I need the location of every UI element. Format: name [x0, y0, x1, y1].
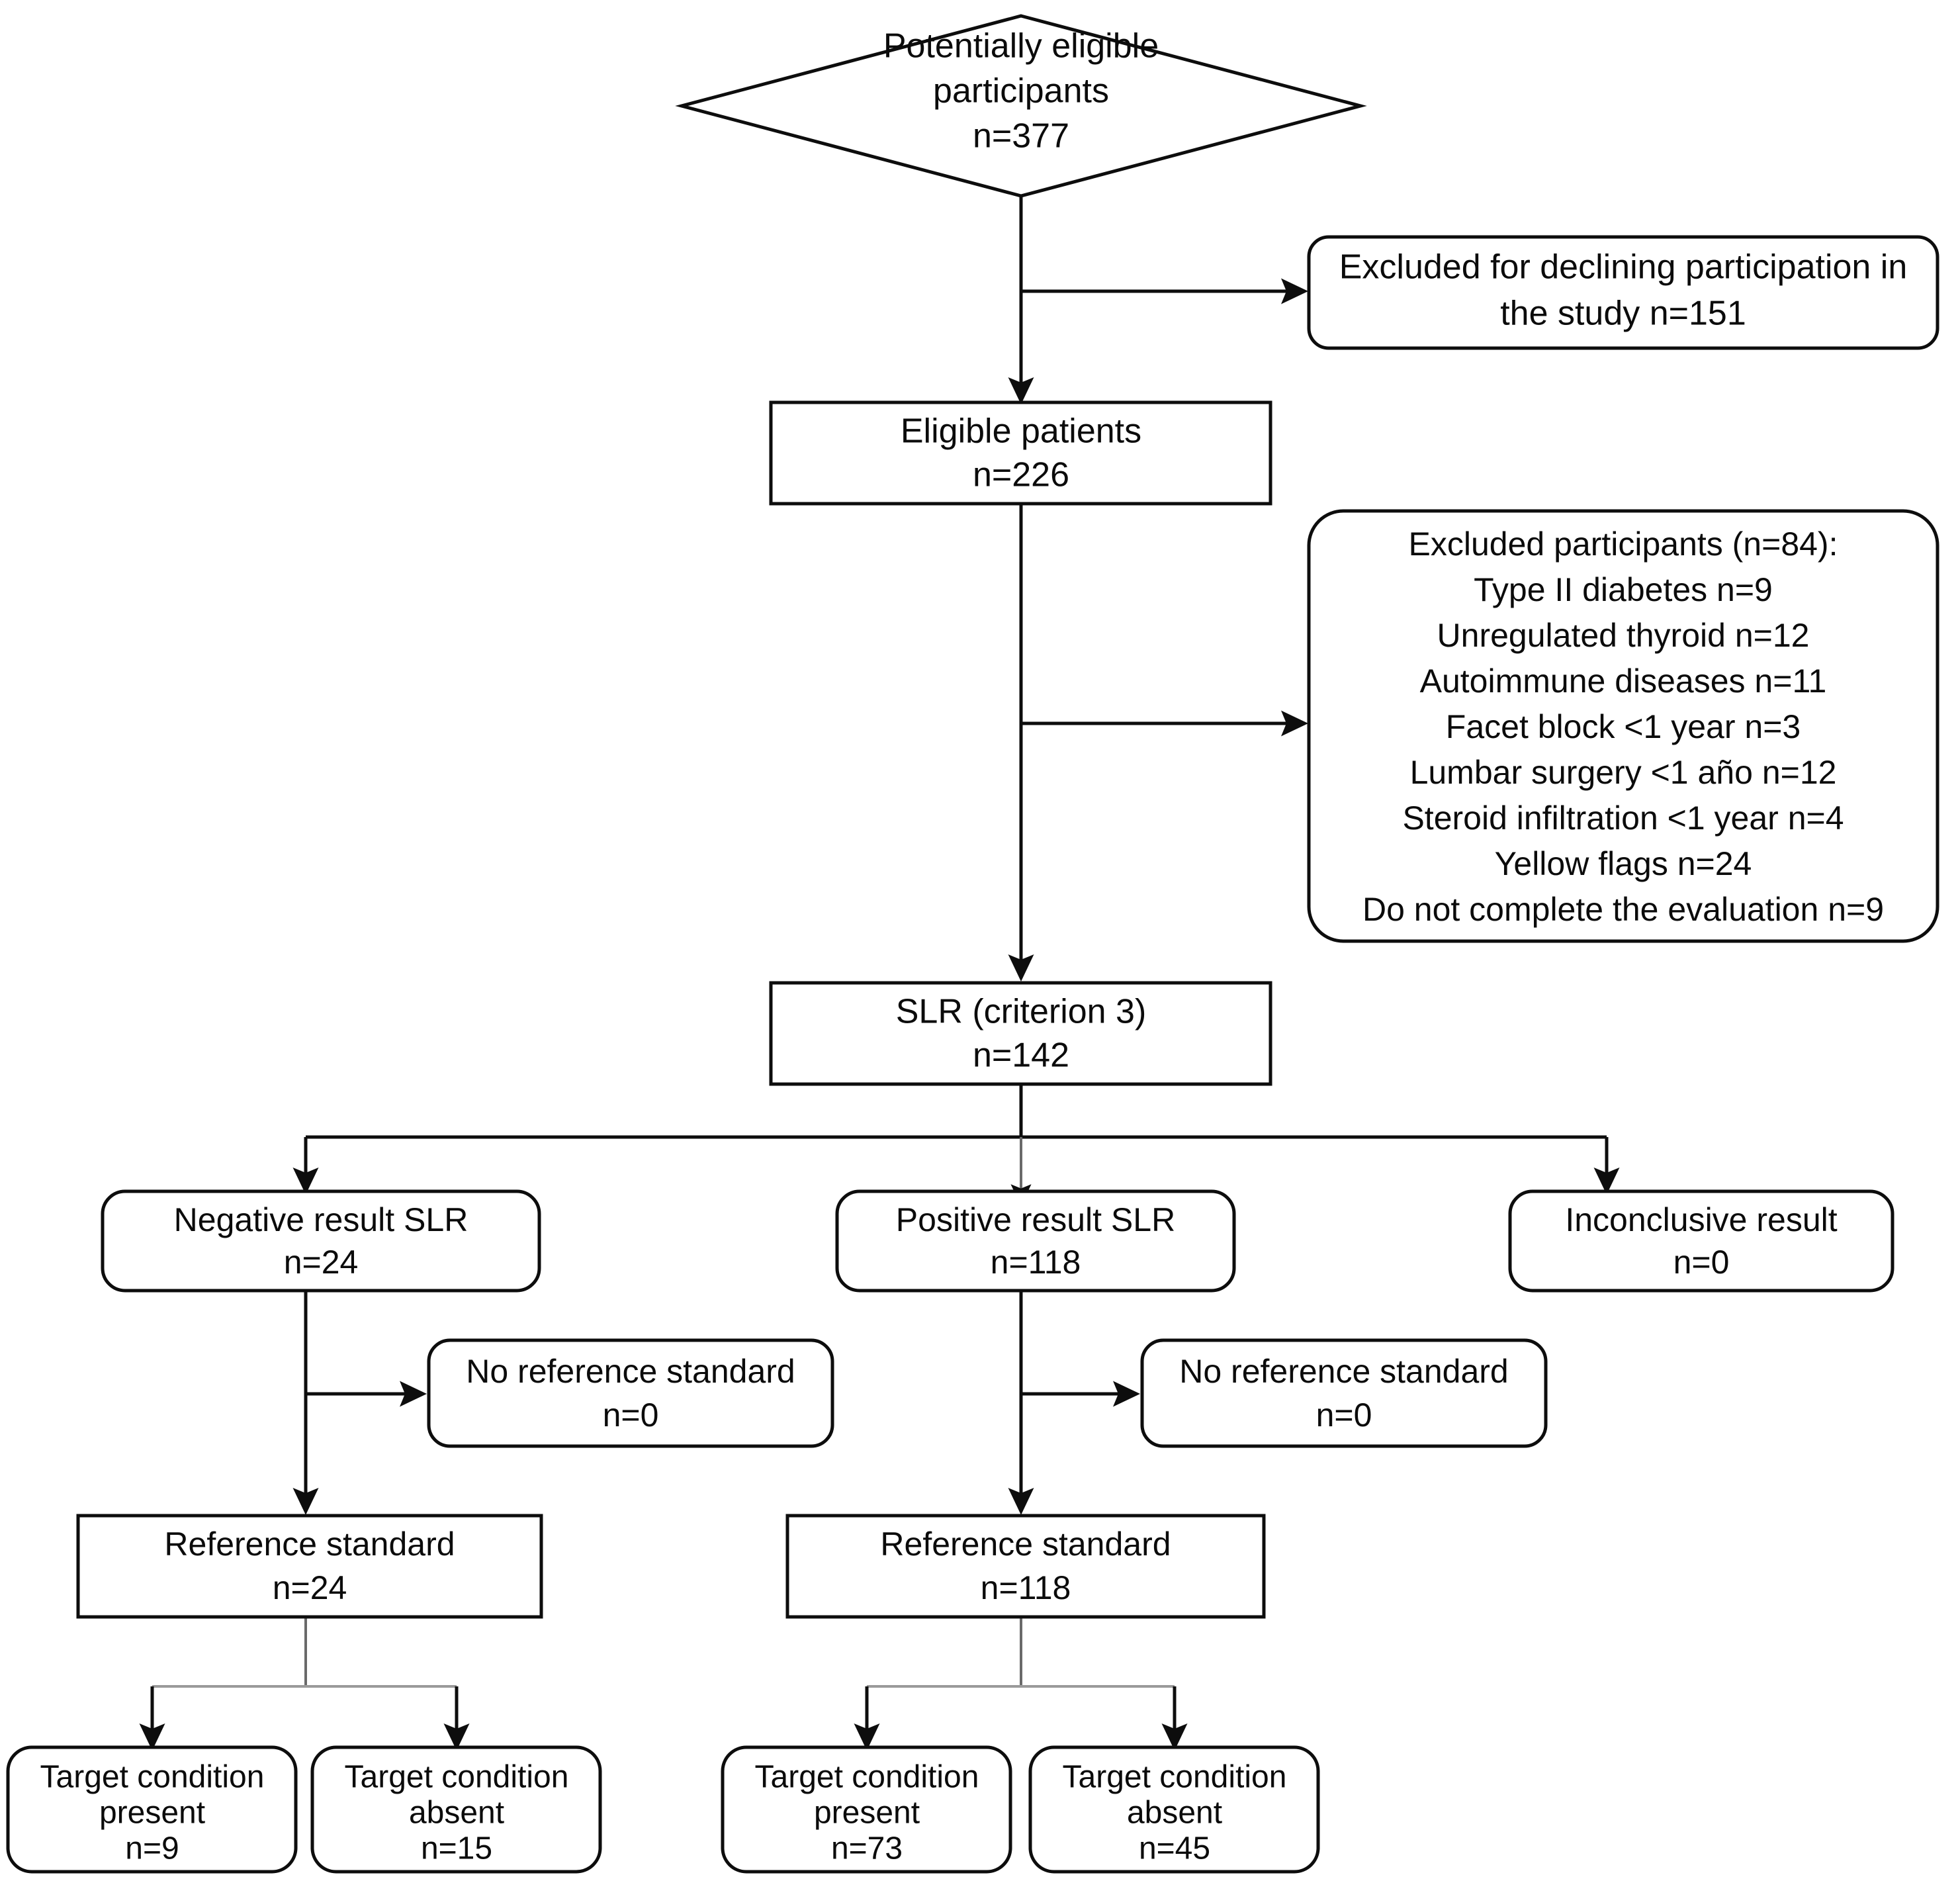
- excluded-declining-line1: Excluded for declining participation in: [1339, 248, 1908, 287]
- node-excluded-participants[interactable]: Excluded participants (n=84): Type II di…: [1307, 509, 1939, 943]
- target-present-left-line2: present: [99, 1796, 205, 1831]
- excluded-participants-line-5: Lumbar surgery <1 año n=12: [1410, 754, 1837, 791]
- target-present-left-line1: Target condition: [40, 1760, 265, 1795]
- target-present-right-line2: present: [814, 1796, 920, 1831]
- target-present-right-line3: n=73: [831, 1831, 903, 1866]
- slr-box: [769, 981, 1272, 1086]
- excluded-declining-box: [1307, 235, 1939, 350]
- eligible-patients-line1: Eligible patients: [901, 412, 1141, 451]
- potentially-eligible-diamond: [675, 14, 1367, 198]
- positive-result-line2: n=118: [991, 1244, 1081, 1281]
- excluded-participants-line-2: Unregulated thyroid n=12: [1437, 617, 1810, 654]
- excluded-participants-line-8: Do not complete the evaluation n=9: [1362, 891, 1884, 928]
- node-reference-standard-left[interactable]: Reference standard n=24: [76, 1514, 543, 1619]
- excluded-participants-box: [1307, 509, 1939, 943]
- negative-result-box: [101, 1189, 541, 1293]
- potentially-eligible-line2: participants: [933, 72, 1109, 111]
- positive-result-line1: Positive result SLR: [896, 1201, 1175, 1238]
- inconclusive-result-line2: n=0: [1673, 1244, 1730, 1281]
- reference-standard-left-line1: Reference standard: [164, 1526, 455, 1563]
- target-present-left-line3: n=9: [125, 1831, 179, 1866]
- node-target-absent-right[interactable]: Target condition absent n=45: [1028, 1745, 1320, 1874]
- reference-standard-left-box: [76, 1514, 543, 1619]
- node-eligible-patients[interactable]: Eligible patients n=226: [769, 400, 1272, 506]
- reference-standard-right-line1: Reference standard: [880, 1526, 1171, 1563]
- node-reference-standard-right[interactable]: Reference standard n=118: [785, 1514, 1266, 1619]
- negative-result-line1: Negative result SLR: [174, 1201, 468, 1238]
- potentially-eligible-line3: n=377: [973, 117, 1069, 156]
- eligible-patients-line2: n=226: [973, 456, 1069, 494]
- target-present-right-line1: Target condition: [755, 1760, 979, 1795]
- no-reference-standard-left-line2: n=0: [603, 1396, 659, 1434]
- node-excluded-declining[interactable]: Excluded for declining participation in …: [1307, 235, 1939, 350]
- target-absent-right-line3: n=45: [1139, 1831, 1210, 1866]
- target-absent-right-line1: Target condition: [1063, 1760, 1287, 1795]
- node-negative-result[interactable]: Negative result SLR n=24: [101, 1189, 541, 1293]
- target-present-right-box: [721, 1745, 1012, 1874]
- node-no-reference-standard-left[interactable]: No reference standard n=0: [427, 1338, 834, 1448]
- reference-standard-right-box: [785, 1514, 1266, 1619]
- inconclusive-result-line1: Inconclusive result: [1565, 1201, 1837, 1238]
- slr-line2: n=142: [973, 1036, 1069, 1075]
- excluded-participants-line-6: Steroid infiltration <1 year n=4: [1402, 800, 1844, 837]
- excluded-participants-line-0: Excluded participants (n=84):: [1409, 526, 1838, 563]
- node-potentially-eligible[interactable]: Potentially eligible participants n=377: [675, 14, 1367, 198]
- excluded-participants-line-7: Yellow flags n=24: [1495, 845, 1752, 882]
- node-slr[interactable]: SLR (criterion 3) n=142: [769, 981, 1272, 1086]
- negative-result-line2: n=24: [284, 1244, 359, 1281]
- node-inconclusive-result[interactable]: Inconclusive result n=0: [1508, 1189, 1894, 1293]
- target-absent-left-box: [310, 1745, 602, 1874]
- target-absent-right-box: [1028, 1745, 1320, 1874]
- excluded-participants-line-1: Type II diabetes n=9: [1474, 571, 1773, 608]
- slr-line1: SLR (criterion 3): [896, 993, 1147, 1031]
- excluded-declining-line2: the study n=151: [1500, 295, 1746, 333]
- excluded-participants-line-3: Autoimmune diseases n=11: [1420, 663, 1827, 700]
- excluded-participants-line-4: Facet block <1 year n=3: [1446, 708, 1801, 745]
- eligible-patients-box: [769, 400, 1272, 506]
- node-positive-result[interactable]: Positive result SLR n=118: [835, 1189, 1236, 1293]
- node-target-absent-left[interactable]: Target condition absent n=15: [310, 1745, 602, 1874]
- connector-group: [139, 196, 1620, 1751]
- target-absent-left-line1: Target condition: [345, 1760, 569, 1795]
- no-reference-standard-right-line2: n=0: [1316, 1396, 1372, 1434]
- no-reference-standard-left-box: [427, 1338, 834, 1448]
- potentially-eligible-line1: Potentially eligible: [883, 27, 1159, 66]
- no-reference-standard-right-box: [1140, 1338, 1548, 1448]
- node-no-reference-standard-right[interactable]: No reference standard n=0: [1140, 1338, 1548, 1448]
- target-absent-left-line2: absent: [409, 1796, 504, 1831]
- target-absent-left-line3: n=15: [421, 1831, 492, 1866]
- target-absent-right-line2: absent: [1127, 1796, 1222, 1831]
- no-reference-standard-right-line1: No reference standard: [1179, 1353, 1509, 1390]
- reference-standard-right-line2: n=118: [981, 1569, 1071, 1606]
- no-reference-standard-left-line1: No reference standard: [466, 1353, 795, 1390]
- positive-result-box: [835, 1189, 1236, 1293]
- reference-standard-left-line2: n=24: [273, 1569, 347, 1606]
- target-present-left-box: [6, 1745, 298, 1874]
- node-target-present-right[interactable]: Target condition present n=73: [721, 1745, 1012, 1874]
- inconclusive-result-box: [1508, 1189, 1894, 1293]
- node-target-present-left[interactable]: Target condition present n=9: [6, 1745, 298, 1874]
